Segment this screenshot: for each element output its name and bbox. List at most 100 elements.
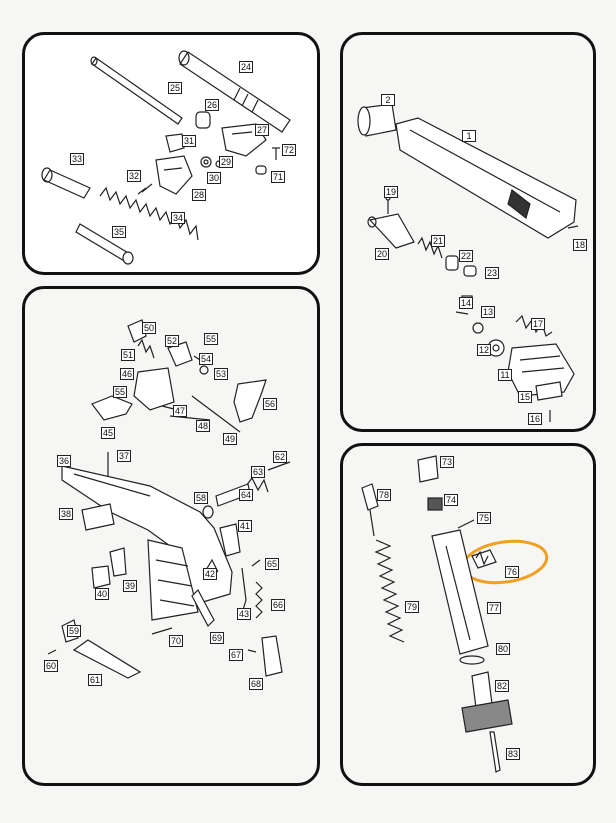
label-73: 73: [440, 456, 455, 468]
label-25: 25: [168, 82, 183, 94]
label-47: 47: [173, 405, 188, 417]
label-14: 14: [459, 297, 474, 309]
part-70-pin: [151, 627, 173, 635]
label-74: 74: [444, 494, 459, 506]
part-77-magazine: [431, 529, 489, 655]
panel-slide-group: [340, 32, 596, 432]
part-24-outer-barrel: [178, 50, 291, 133]
grip-panel: [147, 539, 199, 621]
part-26-bushing: [195, 111, 211, 129]
part-20-nozzle: [367, 213, 415, 249]
label-28: 28: [192, 189, 207, 201]
part-75-pin: [457, 519, 475, 529]
label-37: 37: [117, 450, 132, 462]
part-52-sear: [167, 341, 193, 367]
part-45-safety: [91, 395, 133, 421]
label-29: 29: [219, 156, 234, 168]
part-13-oring: [455, 311, 484, 334]
label-59: 59: [67, 625, 82, 637]
part-29-rubber: [200, 156, 212, 168]
label-61: 61: [88, 674, 103, 686]
label-67: 67: [229, 649, 244, 661]
part-23-cap: [463, 265, 477, 277]
part-53-pin: [199, 365, 209, 375]
part-38-trigger: [81, 503, 115, 531]
label-76: 76: [505, 566, 520, 578]
label-33: 33: [70, 153, 85, 165]
label-43: 43: [237, 608, 252, 620]
part-69-trigger-bar: [191, 589, 215, 627]
part-28-lug: [155, 155, 193, 195]
panel-frame-group: [22, 286, 320, 786]
label-64: 64: [239, 489, 254, 501]
label-36: 36: [57, 455, 72, 467]
part-67-screw: [247, 649, 257, 653]
part-74-lip: [427, 497, 443, 511]
label-66: 66: [271, 599, 286, 611]
part-61-slide-stop: [72, 639, 142, 679]
label-70: 70: [169, 635, 184, 647]
label-35: 35: [112, 226, 127, 238]
label-55: 55: [113, 386, 128, 398]
label-46: 46: [120, 368, 135, 380]
label-72: 72: [282, 144, 297, 156]
label-42: 42: [203, 568, 218, 580]
part-18-screw: [567, 225, 579, 229]
part-58-bushing: [202, 505, 214, 519]
part-39-disconnector: [109, 547, 127, 577]
label-31: 31: [182, 135, 197, 147]
label-17: 17: [531, 318, 546, 330]
label-34: 34: [171, 212, 186, 224]
label-75: 75: [477, 512, 492, 524]
label-60: 60: [44, 660, 59, 672]
label-21: 21: [431, 235, 446, 247]
label-16: 16: [528, 413, 543, 425]
label-11: 11: [498, 369, 512, 381]
label-38: 38: [59, 508, 74, 520]
part-25-guide-rod: [90, 56, 183, 125]
label-32: 32: [127, 170, 142, 182]
label-22: 22: [459, 250, 474, 262]
part-40-lever: [91, 565, 111, 589]
label-23: 23: [485, 267, 500, 279]
part-65-pin: [251, 559, 261, 567]
part-73-follower: [417, 455, 439, 483]
part-72-screw: [272, 147, 280, 160]
label-39: 39: [123, 580, 138, 592]
label-27: 27: [255, 124, 270, 136]
label-65: 65: [265, 558, 280, 570]
label-82: 82: [495, 680, 510, 692]
part-80-oring: [459, 655, 485, 665]
label-71: 71: [271, 171, 286, 183]
label-56: 56: [263, 398, 278, 410]
part-35-spring-guide: [75, 223, 134, 265]
part-63-spring: [245, 476, 269, 493]
part-78-spring-guide: [361, 483, 379, 537]
label-45: 45: [101, 427, 116, 439]
label-54: 54: [199, 353, 214, 365]
part-83-valve-key: [489, 731, 501, 773]
label-24: 24: [239, 61, 254, 73]
part-49-pin: [191, 395, 241, 433]
label-15: 15: [518, 391, 533, 403]
part-51-spring: [137, 338, 155, 359]
part-76-valve: [471, 549, 497, 569]
label-30: 30: [207, 172, 222, 184]
part-33-recoil-plug: [41, 167, 91, 199]
label-2: 2: [381, 94, 395, 106]
part-41-lever: [219, 523, 241, 557]
label-20: 20: [375, 248, 390, 260]
part-82-base: [461, 671, 513, 733]
label-80: 80: [496, 643, 511, 655]
part-50-hammer: [127, 319, 147, 343]
label-49: 49: [223, 433, 238, 445]
label-51: 51: [121, 349, 136, 361]
label-53: 53: [214, 368, 229, 380]
part-32-screw: [137, 183, 153, 195]
part-62-pin: [267, 461, 291, 471]
panel-magazine-group: [340, 443, 596, 786]
label-63: 63: [251, 466, 266, 478]
label-1: 1: [462, 130, 476, 142]
label-12: 12: [477, 344, 492, 356]
label-13: 13: [481, 306, 496, 318]
